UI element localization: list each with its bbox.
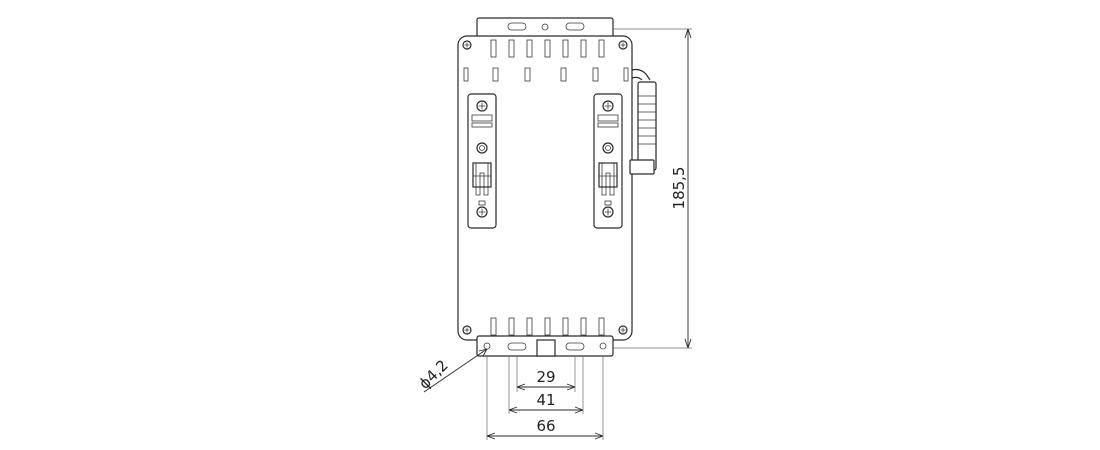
top-fin-slots	[490, 39, 605, 58]
din-clip-left	[467, 93, 497, 229]
spacing-dimensions: 29 41 66	[486, 356, 604, 440]
top-slot-left	[507, 22, 527, 31]
bottom-slot-right	[565, 342, 585, 351]
height-dimension-label: 185,5	[670, 167, 688, 210]
hole-diameter-label: ϕ4,2	[415, 356, 452, 393]
side-connector	[629, 68, 657, 175]
corner-screw-bottom-left	[462, 325, 472, 335]
bottom-tab	[536, 339, 556, 357]
top-slot-right	[565, 22, 585, 31]
bottom-fin-slots	[490, 317, 605, 336]
top-center-hole	[541, 23, 549, 31]
din-clip-right	[593, 93, 623, 229]
corner-screw-bottom-right	[618, 325, 628, 335]
corner-screw-top-right	[618, 40, 628, 50]
vent-slots	[463, 67, 629, 82]
hole-diameter-callout: ϕ4,2	[415, 348, 488, 393]
spacing-29-label: 29	[536, 368, 555, 386]
spacing-66-label: 66	[536, 417, 555, 435]
bottom-slot-left	[507, 342, 527, 351]
corner-screw-top-left	[462, 40, 472, 50]
spacing-41-label: 41	[536, 391, 555, 409]
height-dimension: 185,5	[613, 28, 692, 349]
bottom-mounting-bracket	[476, 335, 614, 357]
